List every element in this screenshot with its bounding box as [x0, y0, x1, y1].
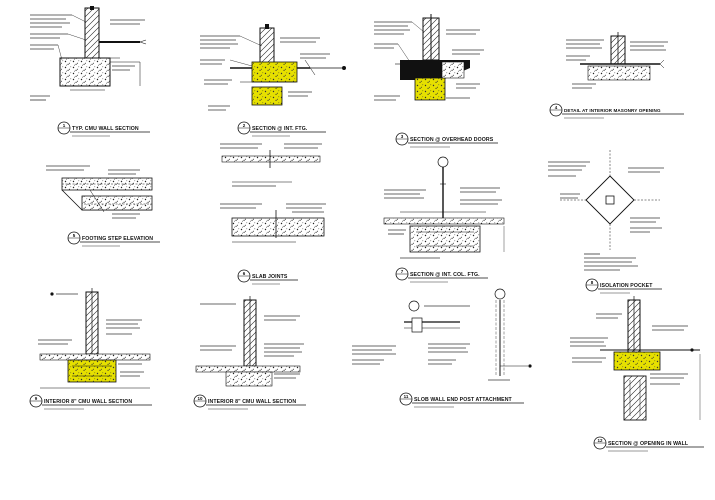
detail-11: 11 SLOB WALL END POST ATTACHMENT [352, 288, 532, 408]
detail-5-title: 5 FOOTING STEP ELEVATION [67, 231, 160, 247]
detail-8-number: 8 [591, 280, 594, 285]
detail-2-number: 2 [243, 123, 246, 128]
detail-9-title: 9 INTERIOR 8" CMU WALL SECTION [29, 394, 152, 410]
detail-1-title-text: TYP. CMU WALL SECTION [72, 126, 139, 132]
detail-6-title: 6 SLAB JOINTS [237, 269, 298, 285]
detail-7-number: 7 [401, 269, 404, 274]
detail-6-title-text: SLAB JOINTS [252, 274, 288, 280]
detail-5-title-text: FOOTING STEP ELEVATION [82, 236, 153, 242]
detail-6-drawing [220, 143, 326, 243]
detail-3-title-text: SECTION @ OVERHEAD DOORS [410, 137, 494, 143]
detail-3: 3 SECTION @ OVERHEAD DOORS [374, 14, 498, 148]
detail-9: 9 INTERIOR 8" CMU WALL SECTION [29, 288, 152, 410]
detail-1-number: 1 [63, 123, 66, 128]
detail-10: 10 INTERIOR 8" CMU WALL SECTION [193, 296, 306, 410]
detail-12-number: 12 [597, 438, 603, 443]
detail-12-title: 12 SECTION @ OPENING IN WALL [593, 436, 704, 452]
detail-8-title-text: ISOLATION POCKET [600, 283, 653, 289]
detail-10-title: 10 INTERIOR 8" CMU WALL SECTION [193, 394, 306, 410]
detail-11-title: 11 SLOB WALL END POST ATTACHMENT [399, 392, 524, 408]
detail-3-drawing [374, 14, 484, 101]
detail-2: 2 SECTION @ INT. FTG. [200, 24, 346, 137]
detail-10-title-text: INTERIOR 8" CMU WALL SECTION [208, 399, 296, 405]
detail-11-title-text: SLOB WALL END POST ATTACHMENT [414, 397, 513, 403]
detail-12-title-text: SECTION @ OPENING IN WALL [608, 441, 689, 447]
detail-10-drawing [195, 296, 304, 387]
detail-5-number: 5 [73, 233, 76, 238]
detail-11-number: 11 [404, 394, 409, 399]
detail-1-drawing [30, 6, 147, 101]
detail-9-drawing [38, 288, 151, 389]
detail-4: 4 DETAIL AT INTERIOR MASONRY OPENING [549, 32, 684, 119]
detail-5: 5 FOOTING STEP ELEVATION [46, 165, 160, 247]
detail-12-drawing [570, 296, 701, 421]
detail-8: 8 ISOLATION POCKET [548, 150, 664, 294]
detail-12: 12 SECTION @ OPENING IN WALL [570, 296, 704, 452]
detail-7-title: 7 SECTION @ INT. COL. FTG. [395, 267, 488, 283]
detail-5-drawing [46, 165, 153, 219]
detail-8-title: 8 ISOLATION POCKET [585, 278, 662, 294]
detail-2-title-text: SECTION @ INT. FTG. [252, 126, 308, 132]
detail-6: 6 SLAB JOINTS [220, 143, 326, 285]
detail-7-drawing [383, 156, 505, 259]
detail-4-title-text: DETAIL AT INTERIOR MASONRY OPENING [564, 108, 661, 113]
detail-1-title: 1 TYP. CMU WALL SECTION [57, 121, 150, 137]
detail-3-number: 3 [401, 134, 404, 139]
detail-4-number: 4 [555, 105, 558, 110]
detail-4-title: 4 DETAIL AT INTERIOR MASONRY OPENING [549, 103, 684, 119]
detail-9-number: 9 [35, 396, 38, 401]
detail-7-title-text: SECTION @ INT. COL. FTG. [410, 272, 480, 278]
detail-1: 1 TYP. CMU WALL SECTION [30, 6, 150, 137]
detail-2-title: 2 SECTION @ INT. FTG. [237, 121, 326, 137]
detail-8-drawing [548, 150, 664, 271]
detail-10-number: 10 [197, 396, 203, 401]
detail-7: 7 SECTION @ INT. COL. FTG. [383, 156, 505, 283]
detail-11-drawing [352, 288, 532, 381]
detail-6-number: 6 [243, 271, 246, 276]
detail-3-title: 3 SECTION @ OVERHEAD DOORS [395, 132, 498, 148]
detail-4-drawing [566, 32, 668, 89]
detail-9-title-text: INTERIOR 8" CMU WALL SECTION [44, 399, 132, 405]
detail-2-drawing [200, 24, 346, 111]
